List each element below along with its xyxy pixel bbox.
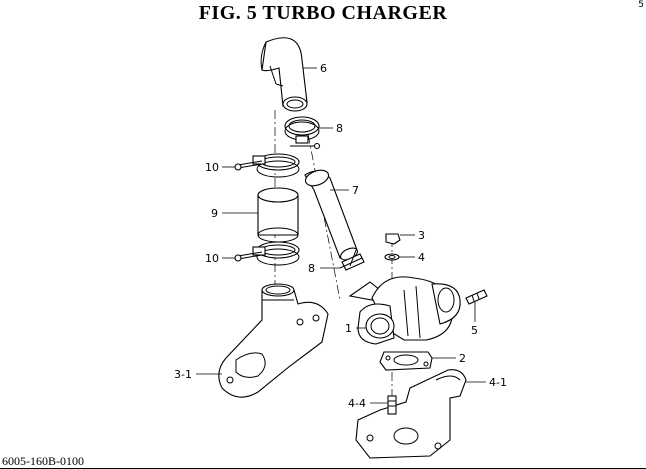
figure-title: FIG. 5 TURBO CHARGER (198, 2, 448, 24)
bent-pipe-part (304, 169, 358, 261)
washer-part (384, 253, 400, 261)
callout-5: 5 (471, 324, 478, 337)
hose-clamp-upper (284, 116, 321, 150)
hose-clamp-lower (339, 249, 365, 271)
callout-2: 2 (459, 352, 466, 365)
callout-4-4: 4-4 (348, 397, 366, 410)
callout-1: 1 (345, 322, 352, 335)
callout-8-lower: 8 (308, 262, 315, 275)
turbocharger-part (348, 276, 461, 345)
sleeve-part (257, 187, 299, 243)
manifold-stud-part (387, 395, 397, 415)
exhaust-manifold-right (355, 369, 467, 459)
callout-7: 7 (352, 184, 359, 197)
callout-10-upper: 10 (205, 161, 219, 174)
gasket-part (379, 351, 433, 371)
nut-part (385, 233, 401, 245)
stud-part (465, 289, 488, 305)
callout-4: 4 (418, 251, 425, 264)
callout-8-upper: 8 (336, 122, 343, 135)
hose-clamp-lower-band (234, 241, 300, 266)
callout-4-1: 4-1 (489, 376, 507, 389)
callout-9: 9 (211, 207, 218, 220)
callout-3-1: 3-1 (174, 368, 192, 381)
exhaust-manifold-left (218, 283, 329, 398)
hose-clamp-upper-band (234, 153, 300, 178)
elbow-hose-part (260, 37, 308, 112)
callout-3: 3 (418, 229, 425, 242)
callout-6: 6 (320, 62, 327, 75)
callout-10-lower: 10 (205, 252, 219, 265)
corner-mark: 5 (638, 0, 644, 10)
document-number: 6005-160B-0100 (2, 454, 84, 468)
